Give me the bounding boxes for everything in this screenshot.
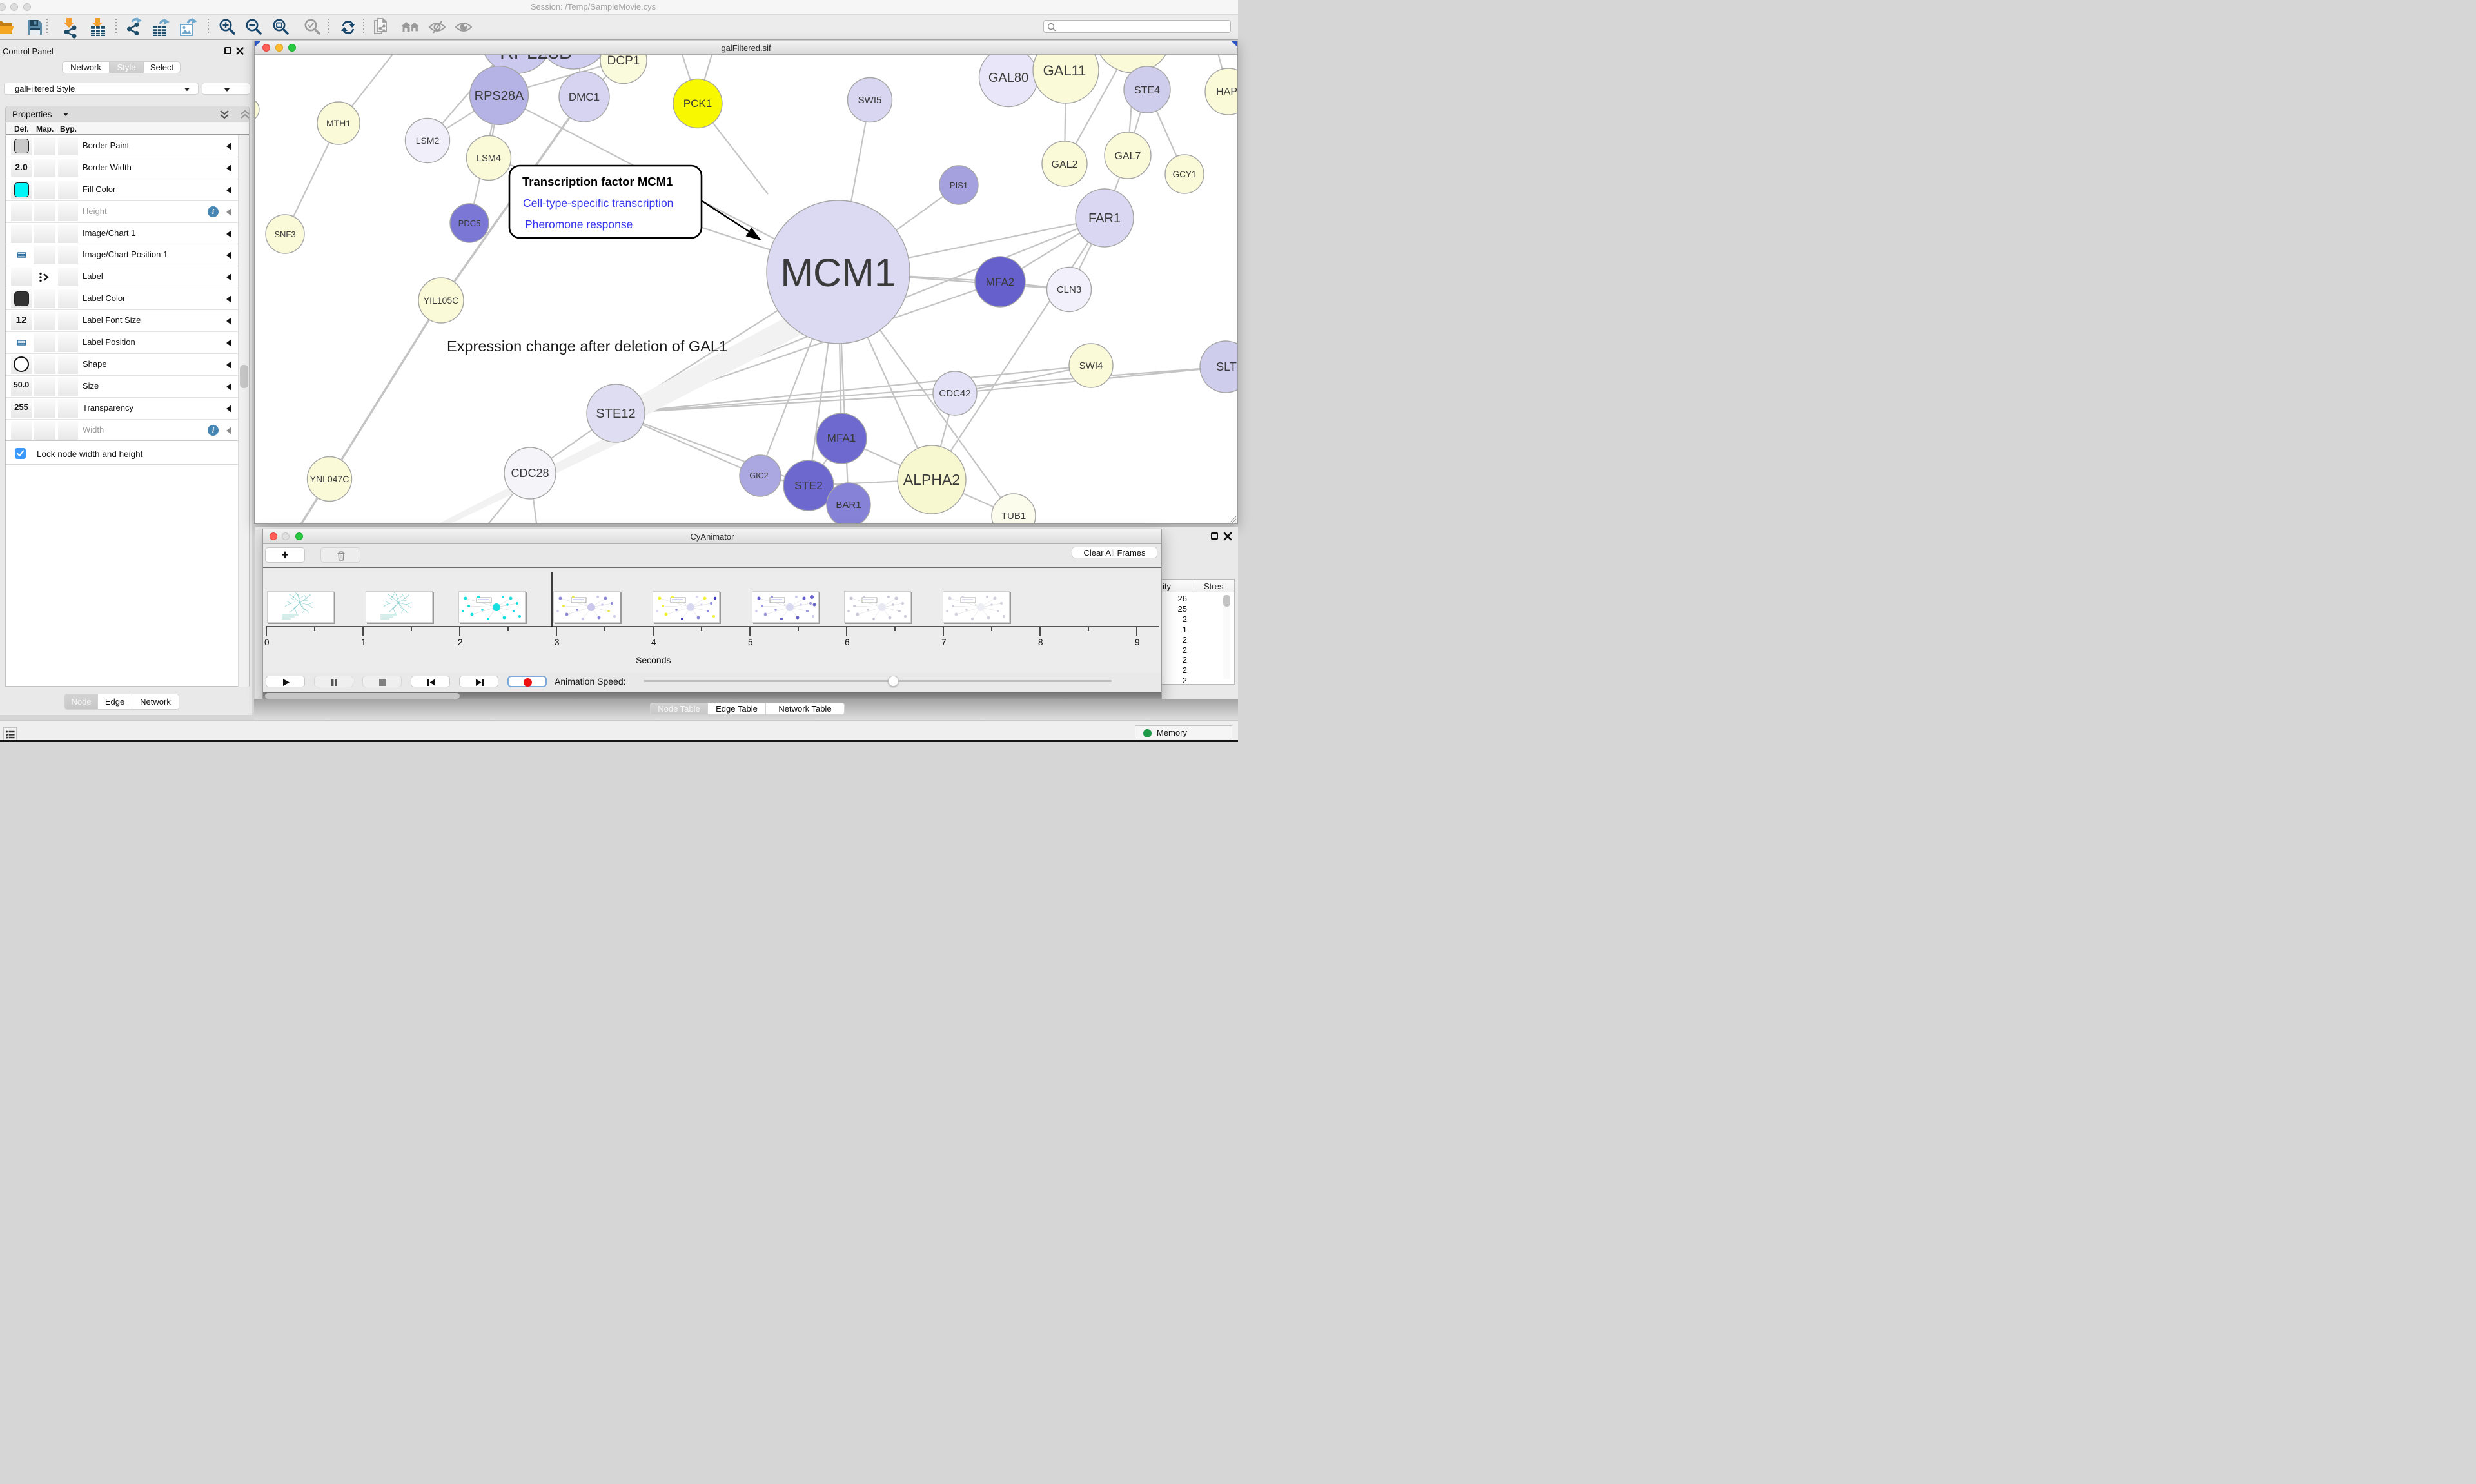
svg-text:STE12: STE12 (596, 407, 635, 421)
svg-text:MTH1: MTH1 (326, 118, 351, 128)
svg-text:Cell-type-specific transcripti: Cell-type-specific transcription (523, 197, 673, 210)
svg-text:CDC28: CDC28 (511, 467, 549, 480)
svg-text:PCK1: PCK1 (683, 97, 712, 110)
svg-text:PIS1: PIS1 (950, 181, 968, 190)
svg-text:GAL2: GAL2 (1052, 159, 1078, 170)
svg-text:SWI4: SWI4 (1079, 360, 1103, 371)
svg-text:2: 2 (458, 638, 463, 647)
svg-text:9: 9 (1135, 638, 1140, 647)
svg-text:YNL047C: YNL047C (310, 474, 349, 484)
svg-text:LSM4: LSM4 (477, 153, 501, 164)
svg-text:1: 1 (361, 638, 366, 647)
svg-text:GAL7: GAL7 (1115, 151, 1141, 162)
svg-text:SNF3: SNF3 (274, 229, 295, 239)
svg-text:DCP1: DCP1 (607, 55, 640, 68)
svg-text:LSM2: LSM2 (416, 135, 440, 146)
svg-text:CLN3: CLN3 (1057, 284, 1081, 295)
svg-text:SLT2: SLT2 (1216, 360, 1237, 373)
svg-text:8: 8 (1038, 638, 1043, 647)
svg-text:RPL28B: RPL28B (500, 55, 572, 63)
svg-text:MFA2: MFA2 (986, 276, 1014, 288)
svg-text:GAL80: GAL80 (988, 71, 1028, 85)
svg-text:MCM1: MCM1 (780, 251, 896, 295)
svg-text:GCY1: GCY1 (1173, 170, 1197, 179)
svg-text:BAR1: BAR1 (836, 500, 861, 511)
svg-text:MFA1: MFA1 (827, 432, 856, 444)
svg-text:Seconds: Seconds (636, 655, 671, 665)
svg-text:HAP2: HAP2 (1216, 86, 1237, 97)
svg-text:RPS28A: RPS28A (475, 89, 524, 103)
svg-text:GIC2: GIC2 (749, 471, 768, 480)
svg-text:4: 4 (651, 638, 656, 647)
svg-text:0: 0 (264, 638, 270, 647)
svg-text:ALPHA2: ALPHA2 (903, 471, 960, 488)
svg-text:PDC5: PDC5 (458, 219, 481, 228)
svg-text:6: 6 (845, 638, 850, 647)
svg-text:7: 7 (941, 638, 947, 647)
svg-text:SWI5: SWI5 (858, 95, 882, 106)
svg-text:DMC1: DMC1 (569, 91, 600, 103)
svg-text:STE4: STE4 (1134, 85, 1160, 96)
svg-text:CDC42: CDC42 (939, 388, 970, 399)
svg-text:TUB1: TUB1 (1001, 511, 1026, 522)
svg-text:5: 5 (748, 638, 753, 647)
svg-text:Expression change after deleti: Expression change after deletion of GAL1 (447, 338, 727, 355)
svg-text:Transcription factor MCM1: Transcription factor MCM1 (522, 175, 673, 188)
svg-text:3: 3 (555, 638, 560, 647)
svg-text:STE2: STE2 (794, 479, 823, 492)
svg-text:YIL105C: YIL105C (424, 295, 458, 306)
svg-text:GAL11: GAL11 (1043, 63, 1086, 79)
svg-text:FAR1: FAR1 (1088, 211, 1121, 226)
svg-text:Pheromone response: Pheromone response (525, 218, 633, 231)
